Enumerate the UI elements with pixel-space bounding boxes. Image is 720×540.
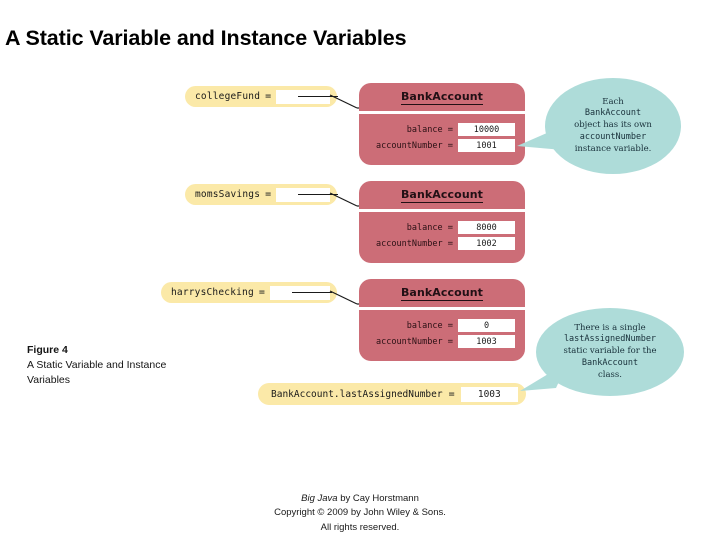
field-row: accountNumber = 1003	[365, 335, 515, 348]
field-name: accountNumber	[376, 238, 443, 249]
reference-slot	[269, 285, 333, 300]
field-row: balance = 8000	[365, 221, 515, 234]
callout-line: lastAssignedNumber	[563, 334, 657, 345]
equals-sign: =	[447, 222, 453, 233]
static-variable-pill: BankAccount.lastAssignedNumber = 1003	[258, 383, 526, 405]
object-box-momssavings: BankAccount balance = 8000 accountNumber…	[359, 181, 525, 263]
field-name: balance	[406, 124, 443, 135]
object-header: BankAccount	[359, 279, 525, 307]
object-fields: balance = 8000 accountNumber = 1002	[359, 212, 525, 263]
field-row: accountNumber = 1001	[365, 139, 515, 152]
field-value: 8000	[458, 221, 515, 234]
field-value: 10000	[458, 123, 515, 136]
reference-slot	[276, 187, 338, 202]
object-fields: balance = 0 accountNumber = 1003	[359, 310, 525, 361]
equals-sign: =	[447, 238, 453, 249]
object-fields: balance = 10000 accountNumber = 1001	[359, 114, 525, 165]
callout-static-variable: There is a single lastAssignedNumber sta…	[536, 308, 684, 396]
figure-caption-text: A Static Variable and Instance Variables	[27, 358, 167, 386]
object-header: BankAccount	[359, 181, 525, 209]
book-title: Big Java	[301, 493, 338, 504]
callout-instance-variable: Each BankAccount object has its own acco…	[545, 78, 681, 174]
callout-line: Each	[602, 96, 624, 107]
callout-line: instance variable.	[574, 143, 652, 154]
equals-sign: =	[447, 320, 453, 331]
variable-pill-collegefund: collegeFund =	[185, 86, 338, 107]
field-value: 1002	[458, 237, 515, 250]
object-box-collegefund: BankAccount balance = 10000 accountNumbe…	[359, 83, 525, 165]
object-divider	[359, 111, 525, 114]
footer-line-copyright: Copyright © 2009 by John Wiley & Sons.	[274, 507, 446, 519]
static-variable-value: 1003	[460, 386, 518, 402]
equals-sign: =	[265, 189, 272, 200]
callout-line: class.	[598, 369, 622, 380]
static-variable-name: BankAccount.lastAssignedNumber	[271, 388, 443, 400]
object-class-name: BankAccount	[400, 285, 484, 301]
field-name: balance	[406, 222, 443, 233]
variable-name: harrysChecking	[171, 287, 254, 298]
equals-sign: =	[448, 388, 455, 400]
callout-line: BankAccount	[581, 357, 639, 368]
field-row: balance = 10000	[365, 123, 515, 136]
object-class-name: BankAccount	[400, 89, 484, 105]
footer-line-rights: All rights reserved.	[320, 521, 400, 533]
page-title: A Static Variable and Instance Variables	[5, 26, 407, 50]
equals-sign: =	[447, 140, 453, 151]
callout-line: static variable for the	[563, 346, 657, 357]
book-author: by Cay Horstmann	[337, 493, 419, 504]
footer-line-book: Big Java by Cay Horstmann	[0, 492, 720, 506]
object-class-name: BankAccount	[400, 187, 484, 203]
variable-name: collegeFund	[195, 91, 261, 102]
equals-sign: =	[447, 336, 453, 347]
equals-sign: =	[265, 91, 272, 102]
callout-line: object has its own	[574, 120, 652, 131]
figure-caption: Figure 4 A Static Variable and Instance …	[27, 343, 177, 388]
callout-line: BankAccount	[584, 108, 642, 119]
field-row: accountNumber = 1002	[365, 237, 515, 250]
figure-caption-label: Figure 4	[27, 344, 68, 356]
variable-name: momsSavings	[195, 189, 261, 200]
field-name: balance	[406, 320, 443, 331]
field-row: balance = 0	[365, 319, 515, 332]
equals-sign: =	[447, 124, 453, 135]
field-name: accountNumber	[376, 140, 443, 151]
object-divider	[359, 307, 525, 310]
object-header: BankAccount	[359, 83, 525, 111]
reference-slot	[276, 89, 338, 104]
equals-sign: =	[258, 287, 265, 298]
field-value: 1003	[458, 335, 515, 348]
variable-pill-momssavings: momsSavings =	[185, 184, 338, 205]
callout-line: accountNumber	[579, 131, 647, 142]
object-divider	[359, 209, 525, 212]
callout-line: There is a single	[574, 322, 646, 333]
object-box-harryschecking: BankAccount balance = 0 accountNumber = …	[359, 279, 525, 361]
variable-pill-harryschecking: harrysChecking =	[161, 282, 337, 303]
figure-diagram: collegeFund = BankAccount balance = 1000…	[27, 78, 684, 405]
field-value: 1001	[458, 139, 515, 152]
field-value: 0	[458, 319, 515, 332]
field-name: accountNumber	[376, 336, 443, 347]
footer-credits: Big Java by Cay Horstmann Copyright © 20…	[0, 492, 720, 535]
